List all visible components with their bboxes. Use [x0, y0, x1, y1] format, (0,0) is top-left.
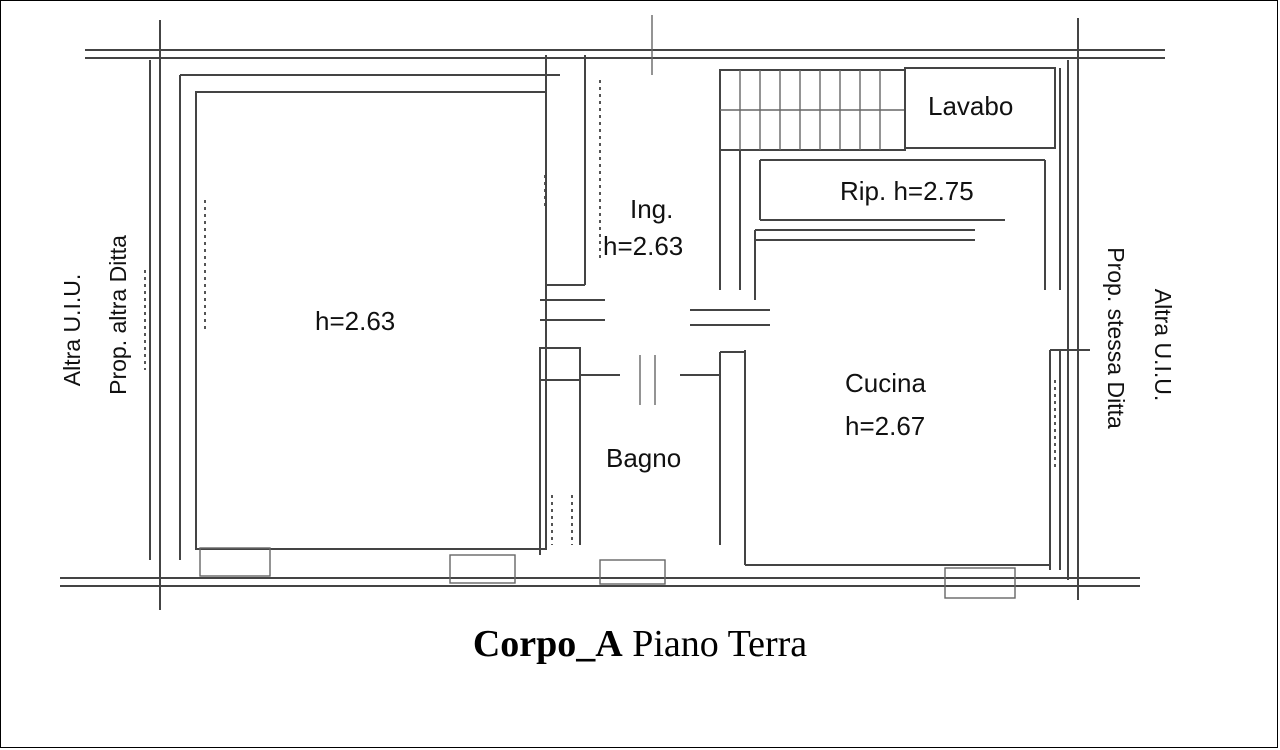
stairs — [719, 69, 906, 151]
cucina-walls — [744, 229, 1090, 570]
outer-walls — [60, 15, 1165, 610]
ingresso-height: h=2.63 — [603, 231, 683, 261]
ripostiglio-label: Rip. h=2.75 — [840, 176, 974, 206]
ingresso-label: Ing. — [630, 194, 673, 224]
cucina-height: h=2.67 — [845, 411, 925, 441]
right-label-line2: Prop. stessa Ditta — [1103, 247, 1129, 429]
ingresso-walls — [540, 55, 770, 326]
cucina-label: Cucina — [845, 368, 926, 398]
caption-normal: Piano Terra — [622, 623, 808, 665]
right-label-line1: Altra U.I.U. — [1150, 289, 1176, 401]
bagno-label: Bagno — [606, 443, 681, 473]
left-label-line1: Altra U.I.U. — [59, 274, 85, 386]
main-room-height: h=2.63 — [315, 306, 395, 336]
caption-bold: Corpo_A — [472, 623, 623, 665]
lavabo-rip-walls — [759, 67, 1061, 290]
floor-plan: h=2.63 Ing. h=2.63 Lavabo Rip. h=2.75 Cu… — [59, 15, 1176, 610]
left-label-line2: Prop. altra Ditta — [105, 235, 131, 395]
bottom-wall-segments — [199, 547, 1016, 599]
bagno-walls — [539, 347, 745, 555]
lavabo-label: Lavabo — [928, 91, 1013, 121]
plan-caption: Corpo_A Piano Terra — [0, 622, 1280, 666]
